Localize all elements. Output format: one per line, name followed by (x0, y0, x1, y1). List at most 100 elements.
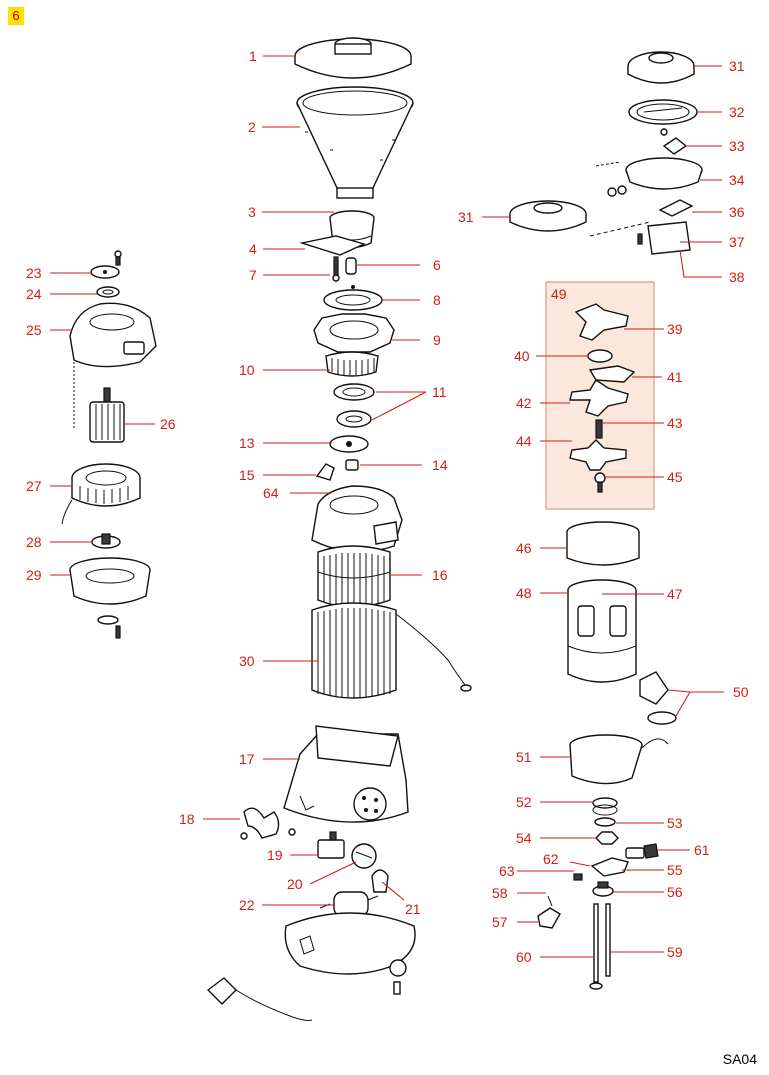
callout-59: 59 (667, 944, 683, 960)
clamp-part-18 (240, 807, 296, 840)
page-number-badge: 6 (8, 7, 24, 25)
callout-15: 15 (239, 467, 255, 483)
motor-housing-part-30 (311, 602, 472, 699)
stator-part-27 (61, 463, 141, 525)
callout-10: 10 (239, 362, 255, 378)
callout-43: 43 (667, 415, 683, 431)
grind-ring-part-8 (323, 285, 383, 311)
ring-part-46 (566, 521, 640, 566)
callout-40: 40 (514, 348, 530, 364)
callout-8: 8 (433, 292, 441, 308)
bearing-part-28 (91, 533, 121, 549)
callout-32: 32 (729, 104, 745, 120)
callout-30: 30 (239, 653, 255, 669)
hopper-top-part-34 (595, 157, 703, 197)
callout-23: 23 (26, 265, 42, 281)
spring-part-52 (592, 797, 618, 816)
callout-48: 48 (516, 585, 532, 601)
bearing-part-24 (96, 286, 120, 298)
callout-55: 55 (667, 862, 683, 878)
callout-16: 16 (432, 567, 448, 583)
callout-62: 62 (543, 851, 559, 867)
callout-61: 61 (694, 842, 710, 858)
callout-37: 37 (729, 234, 745, 250)
flap-part-33 (660, 128, 688, 155)
hopper-part-2 (296, 86, 414, 199)
callout-57: 57 (492, 914, 508, 930)
callout-18: 18 (179, 811, 195, 827)
callout-36: 36 (729, 204, 745, 220)
callout-60: 60 (516, 949, 532, 965)
callout-11: 11 (432, 384, 447, 400)
lid-part-1 (294, 37, 412, 79)
callout-34: 34 (729, 172, 745, 188)
cover-part-38 (637, 221, 691, 255)
callout-53: 53 (667, 815, 683, 831)
callout-2: 2 (248, 119, 256, 135)
callout-58: 58 (492, 885, 508, 901)
group-49-panel (545, 281, 655, 510)
callout-29: 29 (26, 567, 42, 583)
screw-top-left (114, 250, 122, 266)
clip-part-15 (315, 463, 335, 481)
power-plug (206, 977, 313, 1021)
callout-4: 4 (249, 241, 257, 257)
collar-part-56 (592, 881, 614, 897)
cup-part-51 (569, 734, 669, 785)
callout-labels: 1 2 3 4 7 6 8 9 10 11 13 14 15 64 16 30 … (26, 48, 749, 965)
lever-part-55 (590, 843, 659, 877)
callout-63: 63 (499, 863, 515, 879)
seal-part-32 (628, 99, 698, 125)
callout-25: 25 (26, 322, 42, 338)
callout-24: 24 (26, 286, 42, 302)
washer-part-23 (90, 265, 120, 279)
callout-42: 42 (516, 395, 532, 411)
callout-17: 17 (239, 751, 255, 767)
motor-stator-part-16 (317, 545, 391, 608)
callout-38: 38 (729, 269, 745, 285)
bracket-part-50 (639, 671, 677, 725)
knob-part-20 (351, 843, 377, 869)
callout-1: 1 (249, 48, 257, 64)
callout-49: 49 (551, 286, 567, 302)
lid-part-31b (509, 200, 651, 237)
callout-47: 47 (667, 586, 683, 602)
lower-cover-part-29 (69, 557, 151, 639)
callout-3: 3 (248, 204, 256, 220)
base-housing-part-17 (283, 725, 409, 823)
leader-lines (50, 55, 724, 958)
nut-part-14 (345, 459, 359, 471)
motor-cover-part-25 (69, 302, 157, 430)
adjust-wheel-part-9 (313, 313, 395, 353)
callout-21: 21 (405, 901, 421, 917)
callout-41: 41 (667, 369, 683, 385)
switch-part-19 (317, 831, 345, 859)
bracket-part-4 (299, 235, 367, 256)
lower-burr-part-13 (329, 435, 369, 453)
callout-9: 9 (433, 332, 441, 348)
callout-28: 28 (26, 534, 42, 550)
rotor-part-26 (89, 387, 125, 443)
callout-27: 27 (26, 478, 42, 494)
callout-19: 19 (267, 847, 283, 863)
callout-50: 50 (733, 684, 749, 700)
callout-13: 13 (239, 435, 255, 451)
burr-holder-part-10 (325, 351, 379, 377)
callout-7: 7 (249, 267, 257, 283)
screw-part-7 (332, 256, 340, 282)
upper-housing-part-64 (311, 485, 403, 553)
capacitor-part-22 (319, 891, 379, 917)
callout-45: 45 (667, 469, 683, 485)
callout-56: 56 (667, 884, 683, 900)
pin-part-63 (573, 873, 583, 881)
callout-44: 44 (516, 433, 532, 449)
burr-part-11 (333, 383, 375, 428)
callout-54: 54 (516, 830, 532, 846)
sheet-code: SA04 (722, 1051, 757, 1067)
washer-part-53 (594, 817, 616, 827)
dial-part-21 (371, 869, 389, 893)
sleeve-part-6 (345, 257, 357, 275)
callout-31b: 31 (458, 209, 474, 225)
cylinder-part-48 (567, 579, 637, 683)
